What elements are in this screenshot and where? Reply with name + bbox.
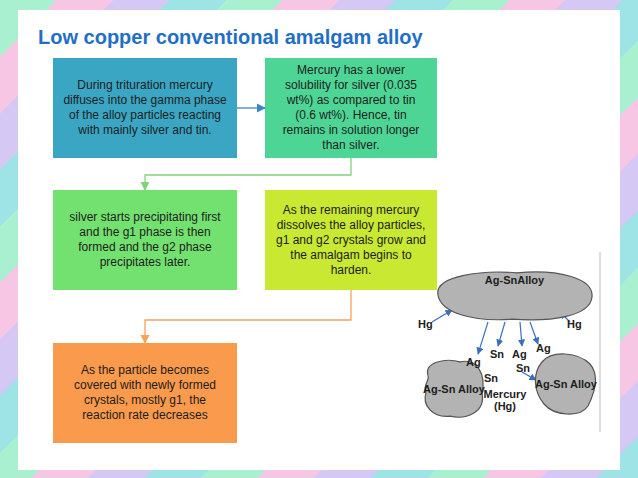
flow-arrow bbox=[145, 158, 351, 190]
element-label: Ag bbox=[466, 356, 481, 368]
process-box: silver starts precipitating first and th… bbox=[53, 190, 237, 290]
box-text: silver starts precipitating first and th… bbox=[53, 210, 237, 270]
diffusion-arrow bbox=[520, 322, 522, 346]
particle-label: Ag-Sn Alloy bbox=[533, 378, 599, 390]
element-label: Ag bbox=[512, 348, 527, 360]
diffusion-arrow bbox=[530, 322, 538, 344]
element-label: Hg bbox=[418, 318, 433, 330]
element-label: Mercury (Hg) bbox=[478, 388, 532, 412]
element-label: Sn bbox=[516, 362, 530, 374]
flow-arrow bbox=[145, 290, 351, 343]
alloy-particle: Ag-Sn Alloy bbox=[532, 350, 600, 418]
box-text: Mercury has a lower solubility for silve… bbox=[265, 63, 437, 153]
box-text: During trituration mercury diffuses into… bbox=[53, 78, 237, 138]
process-box: As the remaining mercury dissolves the a… bbox=[265, 190, 437, 290]
page-title: Low copper conventional amalgam alloy bbox=[38, 26, 423, 49]
box-text: As the remaining mercury dissolves the a… bbox=[265, 203, 437, 278]
process-box: During trituration mercury diffuses into… bbox=[53, 58, 237, 158]
element-label: Sn bbox=[490, 348, 504, 360]
box-text: As the particle becomes covered with new… bbox=[53, 363, 237, 423]
process-box: As the particle becomes covered with new… bbox=[53, 343, 237, 443]
diffusion-arrow bbox=[478, 322, 488, 354]
particle-label: Ag-SnAlloy bbox=[483, 274, 546, 286]
diffusion-arrow bbox=[498, 322, 505, 346]
frame-line bbox=[600, 252, 601, 432]
element-label: Hg bbox=[567, 318, 582, 330]
particle-label: Ag-Sn Alloy bbox=[421, 383, 487, 395]
element-label: Ag bbox=[536, 342, 551, 354]
particle-shape bbox=[438, 272, 592, 320]
flow-arrow bbox=[237, 107, 265, 108]
alloy-particle: Ag-SnAlloy bbox=[432, 268, 597, 324]
process-box: Mercury has a lower solubility for silve… bbox=[265, 58, 437, 158]
diffusion-arrow bbox=[432, 310, 452, 322]
element-label: Sn bbox=[484, 372, 498, 384]
